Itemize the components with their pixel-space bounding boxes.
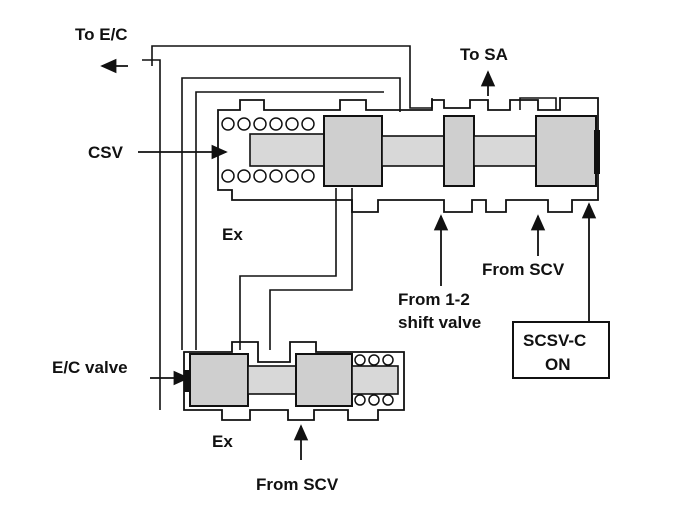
ex-lower-label: Ex [212,432,233,451]
scsv-c-label-line1: SCSV-C [523,331,586,350]
from-12-shift-label-line1: From 1-2 [398,290,470,309]
ec-valve [183,341,405,421]
to-sa-label: To SA [460,45,508,64]
csv-spool-rod [249,133,331,167]
ex-upper-label: Ex [222,225,243,244]
csv-spool-right [473,135,541,167]
ec-spring [354,354,394,406]
ec-land-1 [189,353,249,407]
from-scv-lower-label: From SCV [256,475,339,494]
from-scv-upper-label: From SCV [482,260,565,279]
ec-land-2 [295,353,353,407]
ec-spool-rod [247,365,301,395]
csv-plunger [594,130,600,174]
ec-plunger [184,370,190,392]
csv-land-2 [443,115,475,187]
csv-land-3 [535,115,597,187]
scsv-c-box [512,321,610,379]
csv-land-1 [323,115,383,187]
csv-spool-mid [381,135,447,167]
ec-spool-right [351,365,399,395]
scsv-c-label-line2: ON [545,355,571,374]
csv-label: CSV [88,143,124,162]
ec-valve-label: E/C valve [52,358,128,377]
to-ec-label: To E/C [75,25,128,44]
csv-spring [221,117,315,183]
csv-valve [217,97,600,213]
flow-arrows [100,58,597,460]
from-12-shift-label-line2: shift valve [398,313,481,332]
